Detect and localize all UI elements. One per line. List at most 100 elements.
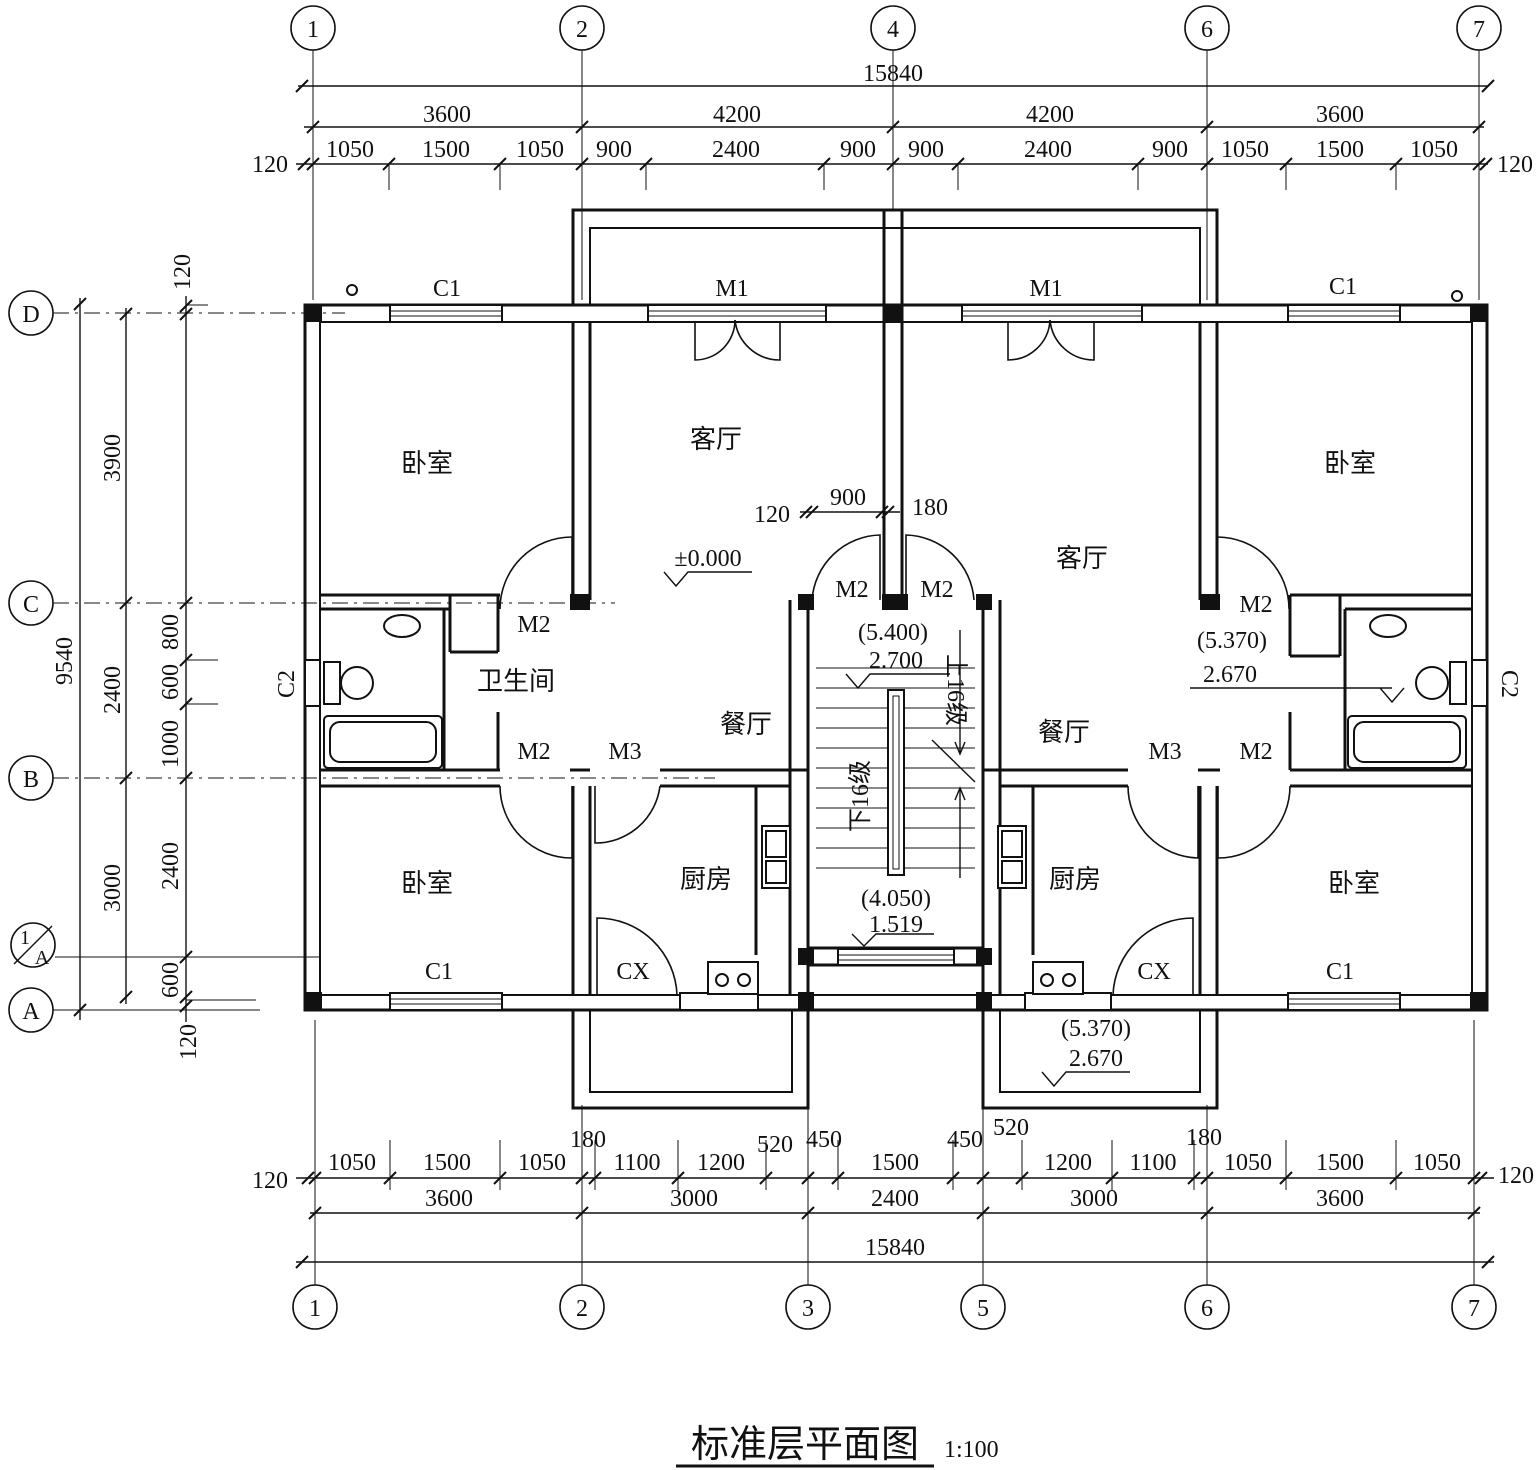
dim-bottom-detail-2: 1500 <box>423 1150 471 1176</box>
dim-bottom-offset-left: 180 <box>570 1127 606 1153</box>
elevation-right: 2.670 <box>1203 662 1257 688</box>
dim-left-detail-1: 120 <box>170 254 196 290</box>
dim-top-detail-3: 1050 <box>516 137 564 163</box>
toilet-icon <box>1415 666 1449 700</box>
door-label-m2: M2 <box>920 577 953 603</box>
stair-labels: 上16级 下16级 <box>847 654 969 832</box>
dim-left-major-3: 3000 <box>100 864 126 912</box>
room-bedroom-ne: 卧室 <box>1324 449 1376 478</box>
dim-top-bay-1: 3600 <box>423 102 471 128</box>
dim-left-detail-5: 2400 <box>158 842 184 890</box>
dim-top-detail-10: 1050 <box>1221 137 1269 163</box>
door-label-cx: CX <box>1137 959 1170 985</box>
dim-bottom-detail-15: 1050 <box>1413 1150 1461 1176</box>
inner-dim-left: 120 <box>754 502 790 528</box>
dim-bottom-detail-11: 1200 <box>1044 1150 1092 1176</box>
grid-lines <box>53 50 1480 1285</box>
axis-label-bottom-6: 6 <box>1201 1296 1213 1322</box>
axis-label-top-6: 6 <box>1201 17 1213 43</box>
dim-top-bay-2: 4200 <box>713 102 761 128</box>
dim-left-overall: 9540 <box>52 637 78 685</box>
inner-dim-right: 180 <box>912 495 948 521</box>
dim-left-detail-6: 600 <box>158 962 184 998</box>
elevation-labels: ±0.000 (5.400) 2.700 (5.370) 2.670 (4.05… <box>674 546 1267 1072</box>
dim-bottom-bay-1: 3600 <box>425 1186 473 1212</box>
stairs <box>816 630 976 878</box>
elevation-landing-paren: (4.050) <box>861 886 931 912</box>
dim-top-edge-left: 120 <box>252 152 288 178</box>
dim-left-detail-3: 600 <box>158 664 184 700</box>
toilet-icon <box>340 666 374 700</box>
room-labels: 卧室 客厅 客厅 卧室 卫生间 餐厅 餐厅 卧室 厨房 厨房 卧室 <box>401 425 1380 898</box>
window-label-c2: C2 <box>274 670 300 698</box>
room-dining-right: 餐厅 <box>1038 718 1090 747</box>
dim-bottom-detail-5: 1200 <box>697 1150 745 1176</box>
room-dining-left: 餐厅 <box>720 710 772 739</box>
room-bedroom-se: 卧室 <box>1328 869 1380 898</box>
dim-bottom-edge-right: 120 <box>1498 1163 1534 1189</box>
inner-dim-mid: 900 <box>830 485 866 511</box>
windows <box>304 284 1488 1011</box>
dim-left-major-2: 2400 <box>100 666 126 714</box>
stair-down-label: 下16级 <box>847 760 874 832</box>
axis-label-bottom-1: 1 <box>309 1296 321 1322</box>
door-label-m2: M2 <box>1239 592 1272 618</box>
axis-label-top-4: 4 <box>887 17 899 43</box>
left-axis-bubbles: D C B A 1 A <box>8 290 56 1033</box>
elevation-stair-top-paren: (5.400) <box>858 620 928 646</box>
top-axis-bubbles: 1 2 4 6 7 <box>290 5 1502 51</box>
dim-top-overall: 15840 <box>863 61 923 87</box>
dim-top-bay-3: 4200 <box>1026 102 1074 128</box>
dim-bottom-detail-7: 450 <box>806 1127 842 1153</box>
dim-left-detail-2: 800 <box>158 614 184 650</box>
axis-label-bottom-2: 2 <box>576 1296 588 1322</box>
axis-label-bottom-7: 7 <box>1468 1296 1480 1322</box>
plan-title: 标准层平面图 <box>691 1424 919 1466</box>
fixtures <box>323 614 1467 995</box>
bottom-dimensions: 120 1050 1500 1050 180 1100 1200 520 450… <box>252 1115 1534 1269</box>
window-label-c1: C1 <box>425 959 453 985</box>
walls <box>303 208 1489 1110</box>
room-kitchen-left: 厨房 <box>680 865 732 894</box>
dim-bottom-bay-5: 3600 <box>1316 1186 1364 1212</box>
door-label-m3: M3 <box>1148 739 1181 765</box>
room-living-right: 客厅 <box>1056 544 1108 573</box>
dim-top-detail-6: 900 <box>840 137 876 163</box>
door-label-m3: M3 <box>608 739 641 765</box>
dim-top-detail-12: 1050 <box>1410 137 1458 163</box>
dim-bottom-detail-4: 1100 <box>613 1150 660 1176</box>
elevation-balcony: 2.670 <box>1069 1046 1123 1072</box>
axis-label-top-1: 1 <box>307 17 319 43</box>
axis-label-sub-den: A <box>35 947 50 969</box>
dim-bottom-detail-12: 1100 <box>1129 1150 1176 1176</box>
door-label-m1: M1 <box>715 276 748 302</box>
top-dimensions: 15840 3600 4200 4200 3600 12 <box>252 61 1533 190</box>
axis-label-bottom-3: 3 <box>802 1296 814 1322</box>
dim-top-bay-4: 3600 <box>1316 102 1364 128</box>
elevation-landing: 1.519 <box>869 912 923 938</box>
door-label-m2: M2 <box>517 739 550 765</box>
axis-label-A: A <box>22 999 40 1025</box>
window-label-c1: C1 <box>1326 959 1354 985</box>
dim-top-detail-11: 1500 <box>1316 137 1364 163</box>
dim-bottom-bay-3: 2400 <box>871 1186 919 1212</box>
window-label-c2: C2 <box>1496 670 1522 698</box>
room-kitchen-right: 厨房 <box>1049 865 1101 894</box>
dim-top-detail-1: 1050 <box>326 137 374 163</box>
dim-bottom-edge-left: 120 <box>252 1168 288 1194</box>
axis-label-C: C <box>23 592 39 618</box>
left-dimensions: 9540 3900 2400 3000 120 800 600 1000 240… <box>52 254 256 1060</box>
dim-bottom-detail-13: 1050 <box>1224 1150 1272 1176</box>
door-label-m2: M2 <box>1239 739 1272 765</box>
dim-left-detail-4: 1000 <box>158 720 184 768</box>
room-bedroom-sw: 卧室 <box>401 869 453 898</box>
bottom-axis-bubbles: 1 2 3 5 6 7 <box>292 1284 1497 1330</box>
door-label-m2: M2 <box>517 612 550 638</box>
sink-icon <box>383 614 421 638</box>
window-label-c1: C1 <box>433 276 461 302</box>
dim-bottom-detail-9: 450 <box>947 1127 983 1153</box>
stair-up-label: 上16级 <box>942 654 969 726</box>
room-bedroom-nw: 卧室 <box>401 449 453 478</box>
axis-label-sub-num: 1 <box>20 927 30 949</box>
